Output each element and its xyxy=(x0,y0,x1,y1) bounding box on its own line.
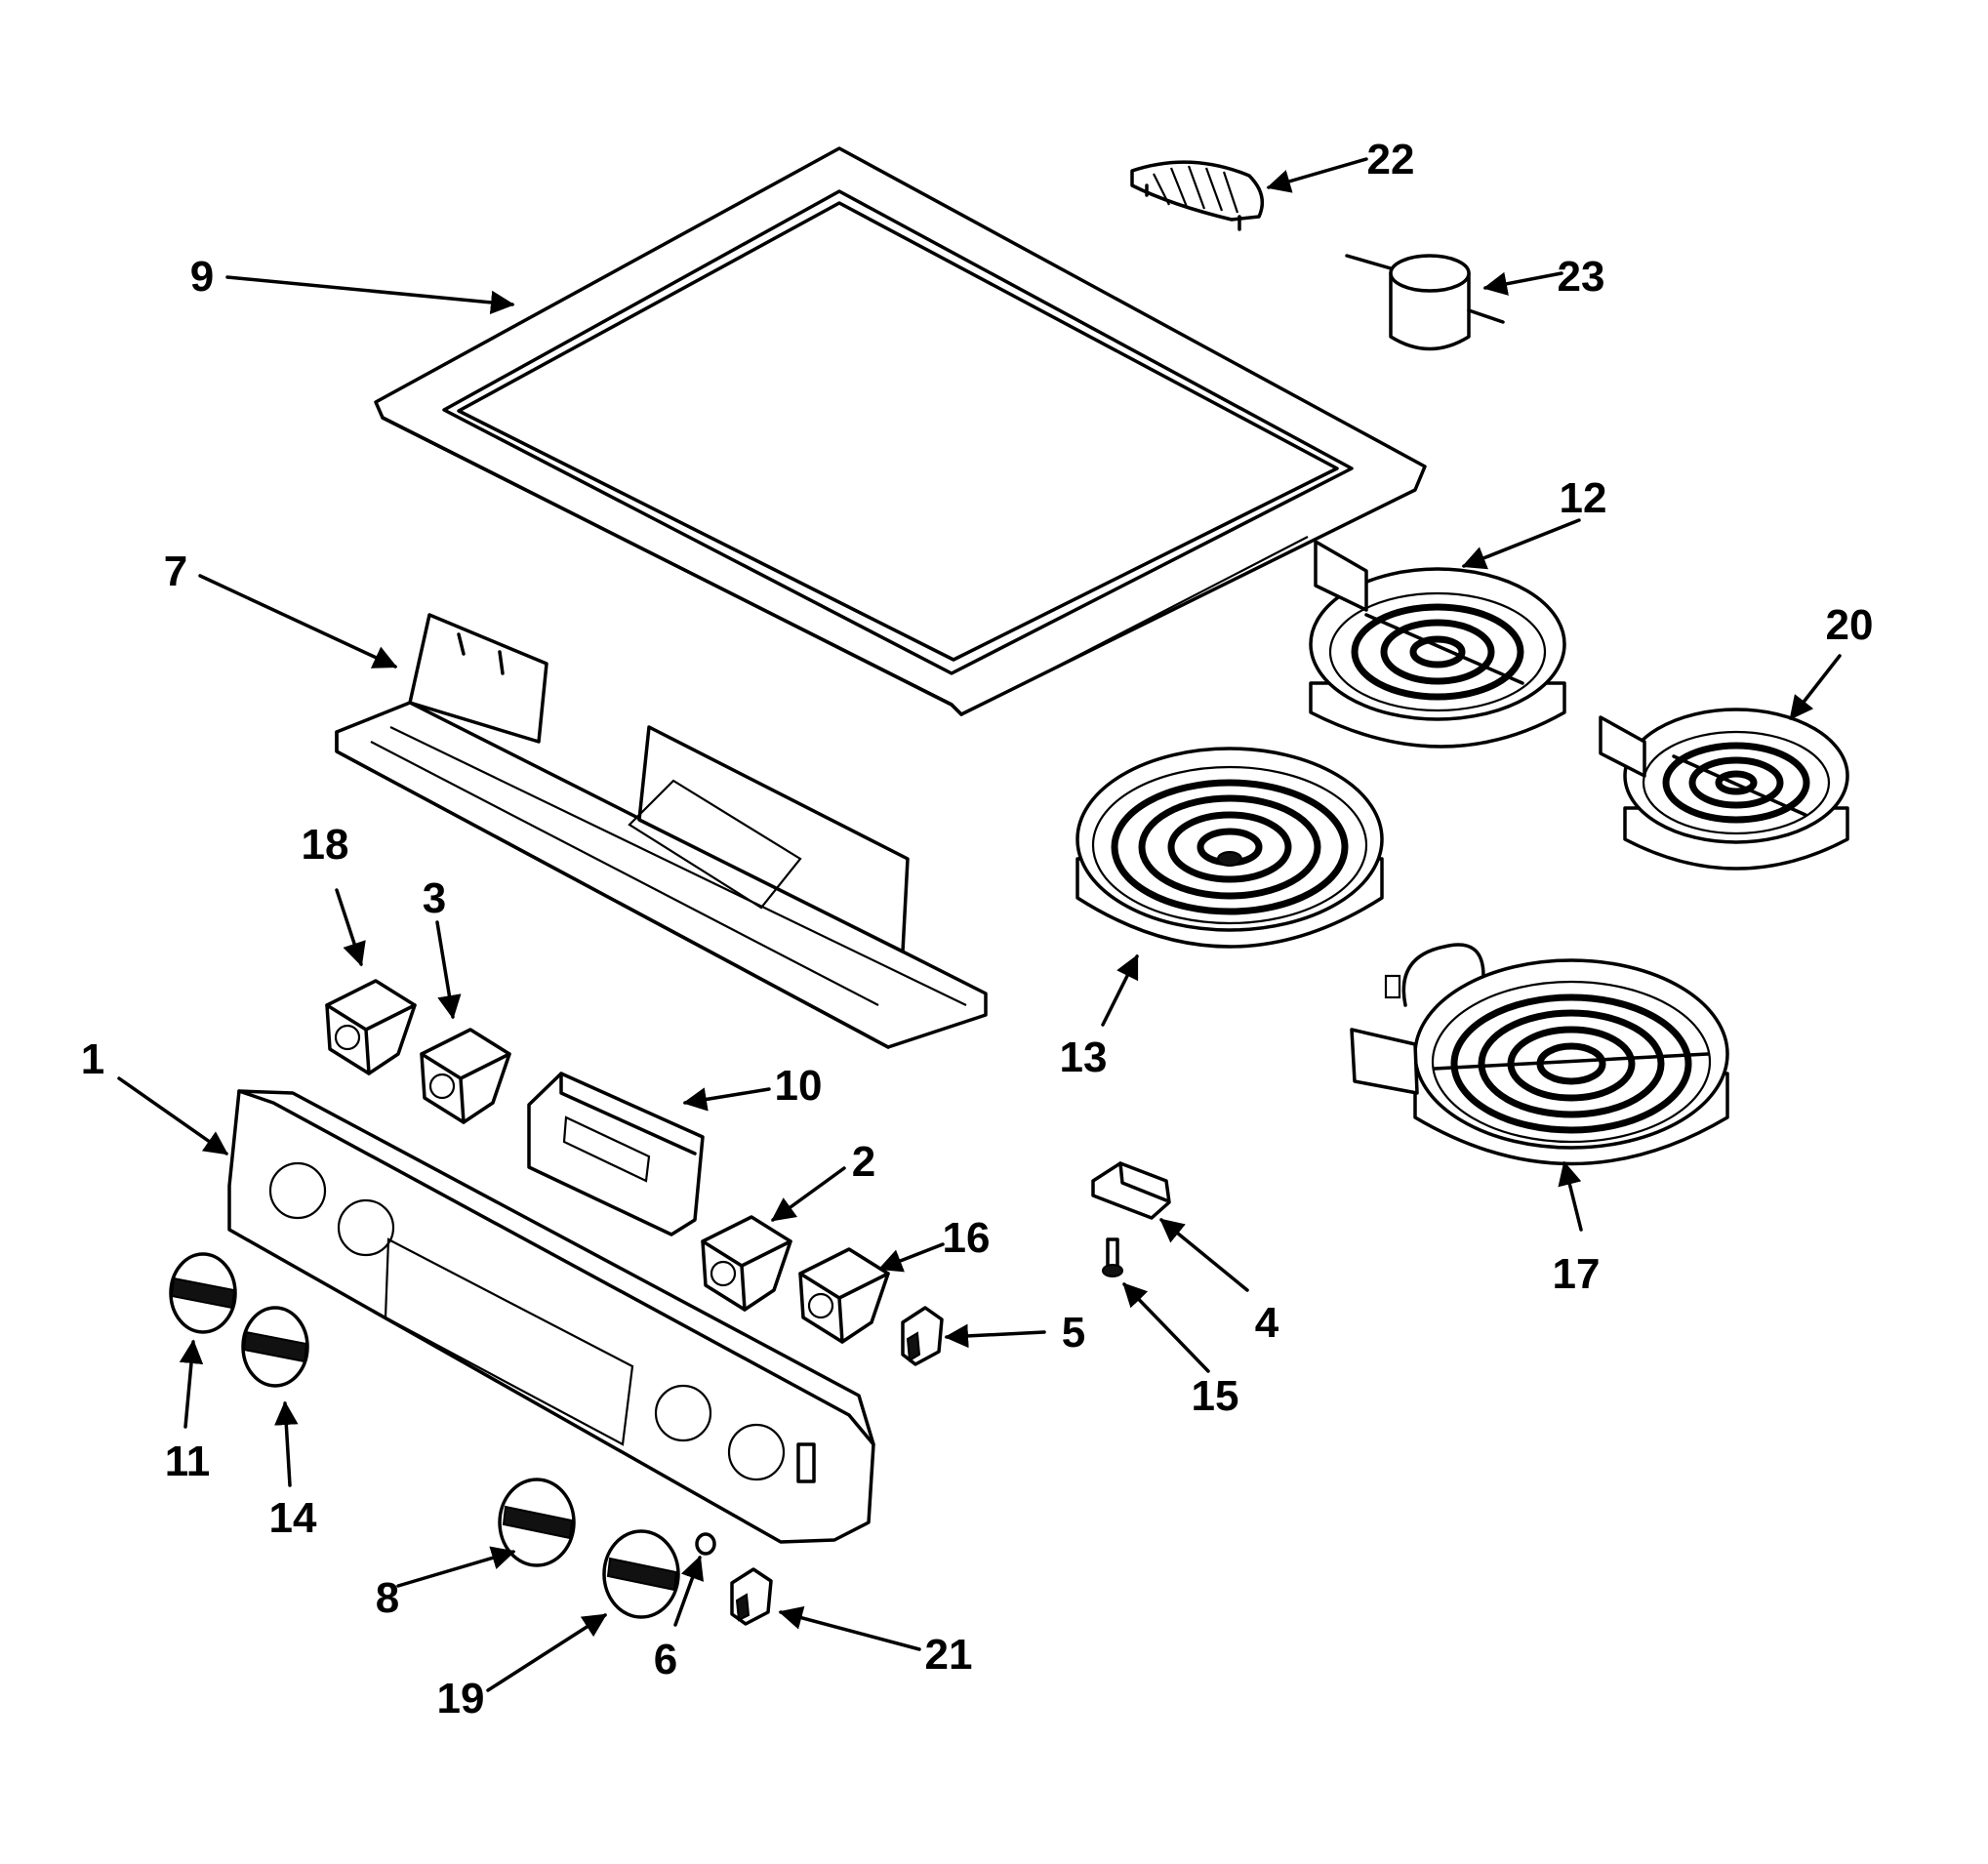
leader-21 xyxy=(778,1605,921,1651)
control-panel-part xyxy=(227,1089,875,1544)
callout-16: 16 xyxy=(943,1214,991,1262)
switch-part-2 xyxy=(701,1215,792,1312)
leader-12 xyxy=(1461,518,1581,570)
vent-trim-part xyxy=(1130,160,1265,231)
callout-14: 14 xyxy=(269,1494,317,1542)
callout-labels: 1 2 3 4 5 6 7 8 9 10 11 12 13 14 15 16 1… xyxy=(81,136,1874,1722)
callout-8: 8 xyxy=(376,1574,399,1622)
heating-element-part-12 xyxy=(1309,540,1566,749)
callout-7: 7 xyxy=(164,547,187,595)
heating-element-part-17 xyxy=(1350,943,1729,1166)
rocker-switch-part-21 xyxy=(730,1567,773,1626)
callout-23: 23 xyxy=(1558,253,1605,301)
leader-14 xyxy=(274,1400,299,1487)
leader-1 xyxy=(117,1076,229,1155)
callout-9: 9 xyxy=(190,253,214,301)
callout-12: 12 xyxy=(1560,474,1607,522)
leader-5 xyxy=(944,1323,1046,1349)
leader-6 xyxy=(673,1555,705,1627)
callout-19: 19 xyxy=(437,1675,485,1722)
callout-2: 2 xyxy=(852,1138,875,1186)
clip-part xyxy=(1091,1161,1171,1220)
switch-part-16 xyxy=(798,1247,890,1344)
leader-15 xyxy=(1122,1282,1210,1373)
leader-4 xyxy=(1159,1218,1249,1292)
leader-11 xyxy=(179,1339,204,1429)
leader-8 xyxy=(396,1546,516,1588)
callout-22: 22 xyxy=(1367,136,1415,183)
callout-10: 10 xyxy=(775,1062,823,1110)
rocker-switch-part-5 xyxy=(901,1306,944,1366)
knob-part-11 xyxy=(169,1252,237,1334)
knob-part-8 xyxy=(498,1478,576,1567)
callout-4: 4 xyxy=(1255,1299,1279,1347)
leader-23 xyxy=(1482,271,1563,296)
switch-part-3 xyxy=(420,1028,511,1124)
callout-20: 20 xyxy=(1826,601,1874,649)
leader-19 xyxy=(486,1613,608,1692)
control-bracket-part xyxy=(335,613,988,1049)
callout-21: 21 xyxy=(925,1631,973,1679)
callout-3: 3 xyxy=(423,874,446,922)
callout-11: 11 xyxy=(165,1438,211,1485)
leader-17 xyxy=(1558,1160,1583,1232)
callout-6: 6 xyxy=(654,1636,677,1683)
leader-13 xyxy=(1101,953,1139,1027)
knob-part-19 xyxy=(602,1529,680,1619)
leader-9 xyxy=(225,275,515,315)
clock-timer-part xyxy=(527,1072,705,1236)
knob-part-14 xyxy=(241,1306,309,1388)
switch-part-18 xyxy=(325,979,417,1075)
cooktop-glass-part xyxy=(374,146,1427,716)
leader-3 xyxy=(435,920,462,1020)
heating-element-part-20 xyxy=(1599,708,1849,871)
heating-element-part-13 xyxy=(1075,747,1384,949)
leader-16 xyxy=(877,1242,945,1273)
leader-10 xyxy=(682,1087,771,1112)
callout-13: 13 xyxy=(1060,1033,1108,1081)
callout-1: 1 xyxy=(81,1035,104,1083)
indicator-lamp-part xyxy=(695,1532,716,1556)
leader-22 xyxy=(1266,157,1368,193)
leader-7 xyxy=(198,574,398,669)
callout-18: 18 xyxy=(302,821,349,869)
callout-17: 17 xyxy=(1553,1250,1601,1298)
leader-lines xyxy=(117,157,1842,1692)
callout-5: 5 xyxy=(1062,1309,1085,1357)
leader-20 xyxy=(1789,654,1842,720)
callout-15: 15 xyxy=(1192,1372,1239,1420)
leader-18 xyxy=(335,888,366,967)
leader-2 xyxy=(771,1166,846,1222)
screw-part xyxy=(1102,1237,1123,1277)
surface-indicator-part xyxy=(1345,254,1505,351)
